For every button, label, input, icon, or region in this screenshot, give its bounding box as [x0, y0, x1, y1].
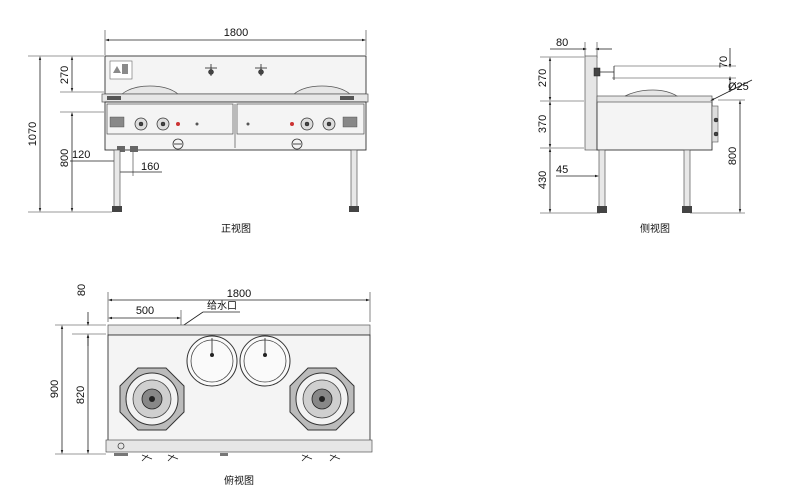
burner-top-left [121, 85, 179, 95]
front-leg-left [113, 149, 121, 211]
control-knobs-right [246, 116, 358, 131]
side-faucet [593, 66, 615, 80]
front-a-dim: 120 [72, 149, 90, 161]
side-view-caption: 侧视图 [640, 222, 670, 235]
top-view-caption: 俯视图 [224, 474, 254, 487]
faucet-left [205, 64, 217, 76]
top-width-dim: 1800 [227, 288, 251, 300]
top-view-knobs [114, 453, 341, 462]
side-cabinet [596, 99, 713, 151]
control-knobs-left [109, 116, 199, 131]
side-body-dim: 800 [727, 147, 739, 165]
front-view: 1800 1070 270 800 120 160 [27, 27, 369, 235]
side-pipe-dim: 70 [718, 56, 730, 68]
side-dia-dim: Ø25 [728, 81, 749, 93]
pot-ring-right [239, 335, 291, 387]
front-width-dim: 1800 [224, 27, 248, 39]
side-leg-front [598, 149, 606, 209]
front-leg-right [350, 149, 358, 211]
front-total-dim: 1070 [27, 122, 39, 146]
top-depth-dim: 900 [49, 380, 61, 398]
side-leg-back [683, 149, 691, 209]
top-offset-dim: 500 [136, 305, 154, 317]
front-b-dim: 160 [141, 161, 159, 173]
side-h2-dim: 370 [537, 115, 549, 133]
front-top-dim: 270 [59, 66, 71, 84]
side-top-dim: 80 [556, 37, 568, 49]
top-view: 1800 500 给水口 80 900 820 [49, 284, 373, 487]
top-front-rail [105, 439, 373, 453]
wok-burner-left [119, 367, 185, 431]
front-view-caption: 正视图 [221, 222, 251, 235]
front-top-rail [101, 93, 369, 103]
pot-ring-left [186, 335, 238, 387]
front-cabinet [104, 101, 367, 151]
top-inner-dim: 820 [75, 386, 87, 404]
top-backsplash [107, 324, 371, 336]
side-view: 80 270 370 430 45 70 [537, 37, 753, 235]
side-h3-dim: 430 [537, 171, 549, 189]
burner-top-right [293, 85, 351, 95]
brand-logo [109, 60, 133, 80]
side-h1-dim: 270 [537, 69, 549, 87]
faucet-right [255, 64, 267, 76]
side-burner-top [624, 89, 679, 97]
water-inlet-label: 给水口 [207, 299, 237, 312]
wok-burner-right [289, 367, 355, 431]
top-back-dim: 80 [76, 284, 88, 296]
front-body-dim: 800 [59, 149, 71, 167]
side-leg-dim: 45 [556, 164, 568, 176]
